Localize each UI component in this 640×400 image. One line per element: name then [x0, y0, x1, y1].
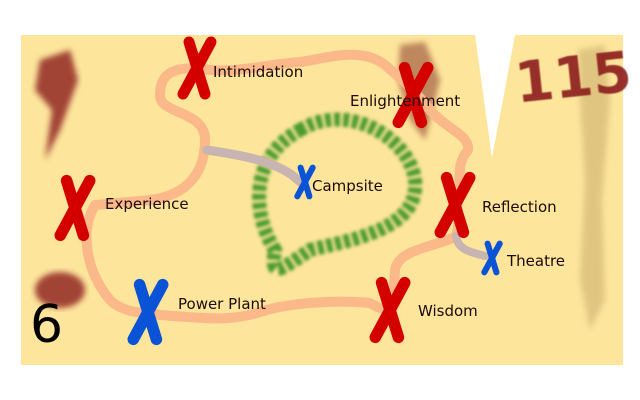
stain-bottom-left [35, 272, 85, 308]
stain-top-left [35, 50, 78, 160]
corner-number-bottom-left: 6 [30, 295, 63, 355]
label-intimidation[interactable]: Intimidation [213, 63, 303, 81]
route-campsite [202, 145, 309, 190]
marker-stroke [434, 171, 476, 239]
corner-number-top-right: 115 [512, 40, 635, 117]
sand-streak-right [578, 45, 610, 330]
marker-theatre-x-icon[interactable] [481, 240, 503, 276]
marker-stroke [54, 174, 96, 242]
label-enlightenment[interactable]: Enlightenment [350, 92, 460, 110]
label-theatre[interactable]: Theatre [506, 252, 565, 270]
marker-stroke [369, 276, 411, 344]
forest [252, 112, 423, 276]
location-labels: Intimidation Enlightenment Experience Ca… [105, 63, 565, 320]
route-main [81, 49, 473, 324]
marker-power-plant-x-icon[interactable] [127, 278, 169, 346]
label-reflection[interactable]: Reflection [482, 198, 557, 216]
label-experience[interactable]: Experience [105, 195, 189, 213]
marker-intimidation-x-icon[interactable] [177, 36, 217, 100]
marker-experience-x-icon[interactable] [54, 174, 96, 242]
marker-wisdom-x-icon[interactable] [369, 276, 411, 344]
marker-enlightenment-x-icon[interactable] [392, 61, 434, 129]
marker-stroke [481, 240, 503, 276]
marker-stroke [392, 61, 434, 129]
route-theatre [452, 232, 489, 260]
parchment-background [21, 35, 623, 365]
label-campsite[interactable]: Campsite [312, 177, 383, 195]
label-power-plant[interactable]: Power Plant [178, 295, 266, 313]
marker-stroke [177, 36, 217, 100]
marker-reflection-x-icon[interactable] [434, 171, 476, 239]
marker-stroke [127, 278, 169, 346]
marker-stroke [294, 164, 316, 200]
marker-campsite-x-icon[interactable] [294, 164, 316, 200]
label-wisdom[interactable]: Wisdom [418, 302, 478, 320]
